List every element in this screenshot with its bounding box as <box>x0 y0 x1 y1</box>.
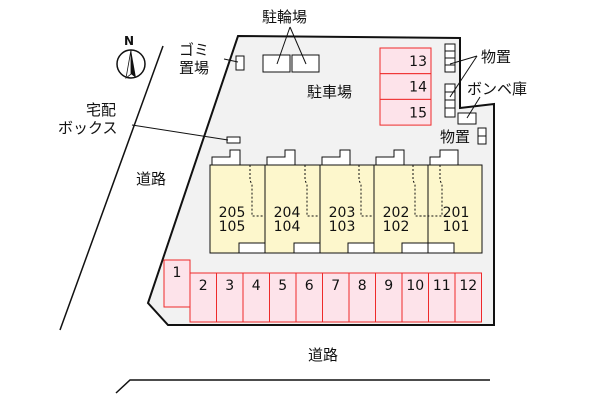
garbage-box <box>235 55 245 71</box>
parking-space-7: 7 <box>322 272 350 323</box>
partition-line <box>249 165 273 217</box>
entrance <box>211 149 241 165</box>
entrance <box>429 149 459 165</box>
parking-space-box <box>242 272 270 323</box>
unit-lower-number: 102 <box>383 219 410 235</box>
parking-space-6: 6 <box>295 272 323 323</box>
parking-space-number: 14 <box>409 80 427 96</box>
parking-space-number: 8 <box>358 278 367 294</box>
unit-balcony <box>401 242 429 254</box>
north-label: N <box>124 34 134 48</box>
parking-space-number: 15 <box>409 105 427 121</box>
unit-balcony <box>238 242 266 254</box>
parking-space-9: 9 <box>375 272 403 323</box>
partition-line <box>412 165 436 217</box>
parking-space-number: 9 <box>384 278 393 294</box>
parking-space-number: 2 <box>199 278 208 294</box>
unit-upper-number: 201 <box>443 205 470 221</box>
parking-space-8: 8 <box>348 272 376 323</box>
parking-space-3: 3 <box>216 272 244 323</box>
parking-space-2: 2 <box>189 272 217 323</box>
unit-body <box>319 164 375 254</box>
parking-space-number: 12 <box>459 278 477 294</box>
unit-balcony <box>427 242 455 254</box>
unit-body <box>209 164 266 254</box>
storage-box-right <box>477 135 487 145</box>
parking-space-number: 4 <box>252 278 261 294</box>
parking-space-number: 11 <box>433 278 451 294</box>
parking-space-box <box>322 272 350 323</box>
delivery-box <box>226 136 241 144</box>
bicycle-parking-label: 駐輪場 <box>262 8 307 26</box>
parking-space-11: 11 <box>428 272 456 323</box>
unit-upper-number: 202 <box>383 205 410 221</box>
parking-space-13: 13 <box>379 47 432 75</box>
parking-space-number: 3 <box>225 278 234 294</box>
parking-space-number: 5 <box>278 278 287 294</box>
parking-space-number: 7 <box>331 278 340 294</box>
parking-space-number: 13 <box>409 54 427 70</box>
unit-upper-number: 205 <box>219 205 246 221</box>
unit-body <box>427 164 483 254</box>
road-bottom-edge <box>115 379 490 394</box>
gas-cylinder-label: ボンベ庫 <box>467 80 527 98</box>
parking-space-box <box>189 272 217 323</box>
parking-space-box <box>348 272 376 323</box>
gas-cylinder-box <box>457 112 477 125</box>
road-left-edge <box>59 45 164 331</box>
garbage-label-line1: ゴミ <box>179 41 209 59</box>
parking-space-number: 10 <box>406 278 424 294</box>
parking-space-number: 6 <box>305 278 314 294</box>
parking-space-box <box>163 259 191 308</box>
parking-space-4: 4 <box>242 272 270 323</box>
leader-lines <box>131 26 481 141</box>
parking-space-10: 10 <box>401 272 429 323</box>
partition-line <box>304 165 328 217</box>
bicycle-shed-1 <box>262 54 291 73</box>
partition-line <box>358 165 382 217</box>
delivery-box-label-line1: 宅配 <box>86 101 116 119</box>
unit-lower-number: 101 <box>443 219 470 235</box>
road-bottom-label: 道路 <box>308 346 338 364</box>
unit-upper-number: 203 <box>329 205 356 221</box>
storage-box-right <box>477 127 487 137</box>
parking-space-14: 14 <box>379 73 432 100</box>
delivery-box-label-line2: ボックス <box>58 119 118 137</box>
storage-column <box>444 43 456 118</box>
parking-lot-label: 駐車場 <box>307 83 352 101</box>
north-compass-icon: N <box>116 34 146 79</box>
parking-space-5: 5 <box>269 272 297 323</box>
storage-label-top: 物置 <box>481 48 511 66</box>
garbage-label-line2: 置場 <box>179 59 209 77</box>
unit-lower-number: 103 <box>329 219 356 235</box>
unit-upper-number: 204 <box>274 205 301 221</box>
parking-space-12: 12 <box>454 272 482 323</box>
parking-space-1: 1 <box>163 259 191 308</box>
entrance <box>321 149 351 165</box>
entrance <box>375 149 405 165</box>
unit-lower-number: 104 <box>274 219 301 235</box>
parking-space-box <box>454 272 482 323</box>
partition-line <box>418 165 443 217</box>
unit-body <box>373 164 429 254</box>
unit-balcony <box>347 242 375 254</box>
storage-label-right: 物置 <box>440 128 470 146</box>
parking-space-number: 1 <box>173 265 182 281</box>
entrance <box>266 149 296 165</box>
parking-space-box <box>379 98 432 126</box>
road-left-label: 道路 <box>136 170 166 188</box>
parking-space-15: 15 <box>379 98 432 126</box>
parking-space-box <box>269 272 297 323</box>
unit-balcony <box>293 242 321 254</box>
unit-lower-number: 105 <box>219 219 246 235</box>
